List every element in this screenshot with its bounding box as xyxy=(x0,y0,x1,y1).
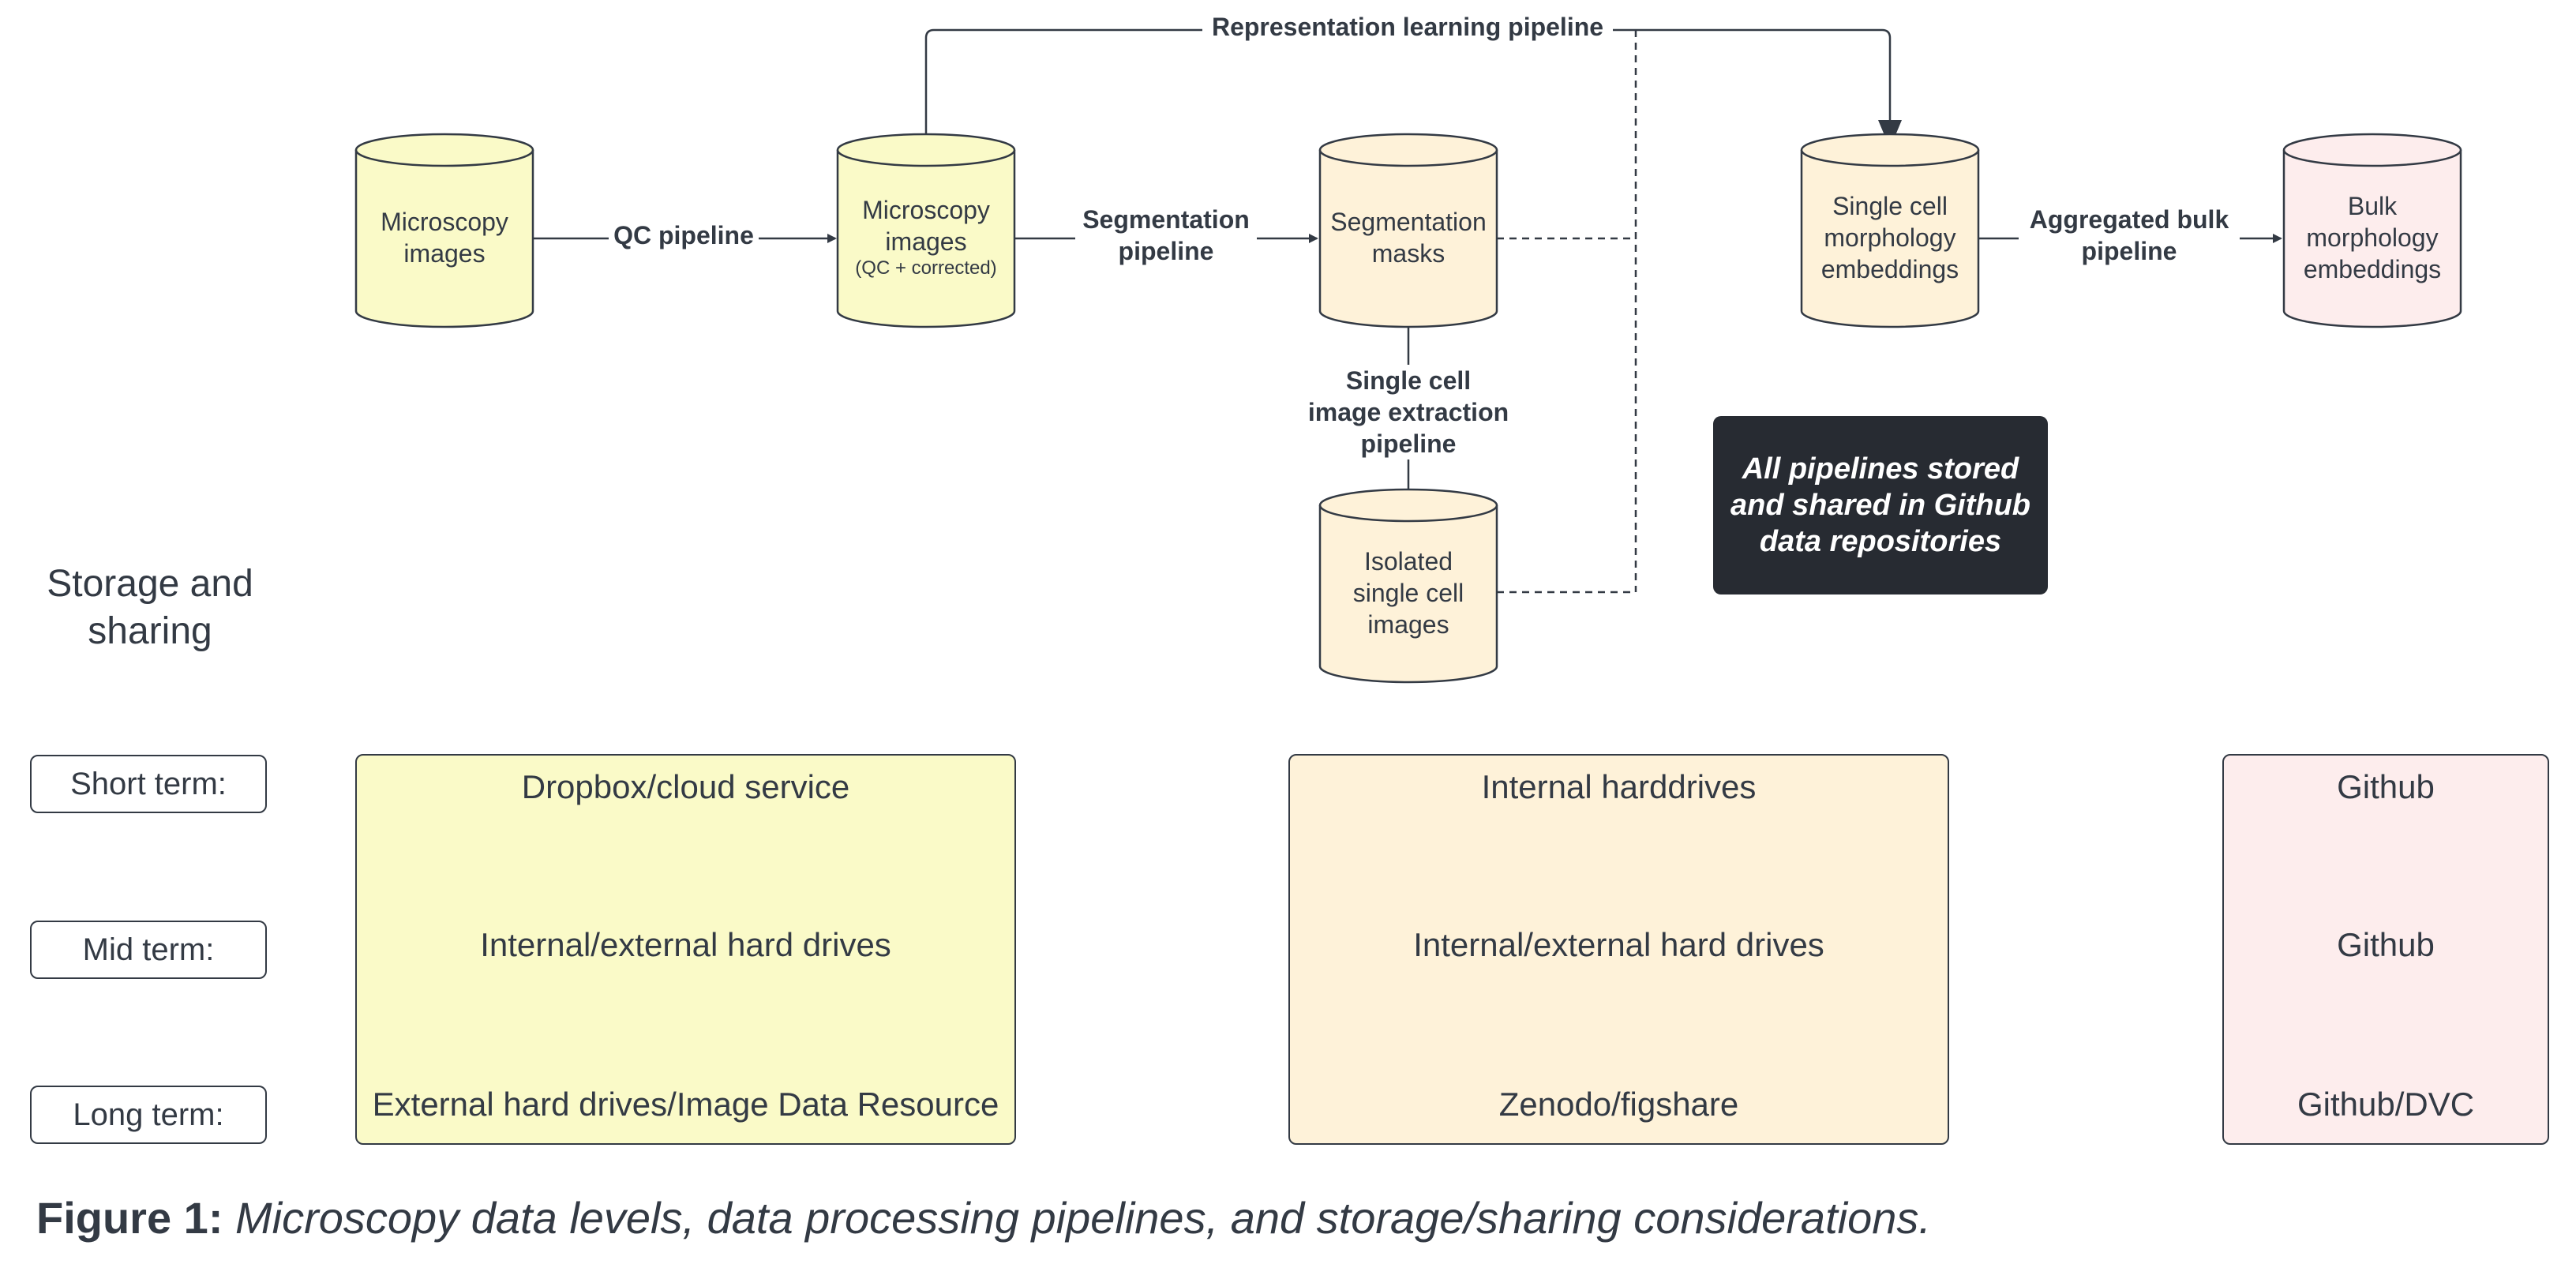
term-label-mid: Mid term: xyxy=(30,921,267,979)
edge-label-bg xyxy=(1298,365,1519,459)
cylinder-top xyxy=(1800,133,1980,167)
storage-heading: Storage and sharing xyxy=(47,563,253,652)
edge-label-segmentation-pipeline: Segmentation pipeline xyxy=(1075,204,1257,267)
edge-label-line: Representation learning pipeline xyxy=(1212,13,1603,41)
storage-entry-mid: Internal/external hard drives xyxy=(1413,926,1824,963)
node-microscopy-images-qc: Microscopy images(QC + corrected) xyxy=(836,133,1016,328)
node-label-line: embeddings xyxy=(2304,255,2441,283)
edge-label-bg xyxy=(1075,204,1257,267)
edge-label-line: pipeline xyxy=(2082,237,2177,265)
edge-label-line: Segmentation xyxy=(1082,205,1250,234)
cylinder-body xyxy=(836,150,1016,328)
edge-label-bg xyxy=(2019,204,2240,267)
edge-label-line: image extraction xyxy=(1308,398,1509,426)
node-bulk-embeddings: Bulk morphology embeddings xyxy=(2282,133,2462,328)
cylinder-body xyxy=(1318,150,1498,328)
edge-label-representation-learning-pipeline: Representation learning pipeline xyxy=(1202,11,1613,43)
edge-representation-learning-pipeline xyxy=(924,28,1902,150)
node-sublabel: (QC + corrected) xyxy=(855,257,996,279)
storage-entry-mid: Github xyxy=(2337,926,2435,963)
edge-label-line: pipeline xyxy=(1361,429,1457,458)
cylinder-body xyxy=(2282,150,2462,328)
storage-entry-long: Github/DVC xyxy=(2297,1086,2475,1123)
storage-entry-long: Zenodo/figshare xyxy=(1498,1086,1739,1123)
storage-column-processed: Internal harddrives Internal/external ha… xyxy=(1288,754,1949,1145)
node-label-line: morphology xyxy=(1824,223,1955,252)
edge-label-line: QC pipeline xyxy=(613,221,754,249)
node-label-line: images xyxy=(403,239,485,268)
node-label-line: Segmentation xyxy=(1330,208,1486,236)
node-label-line: Microscopy xyxy=(381,208,508,236)
storage-entry-mid: Internal/external hard drives xyxy=(480,926,891,963)
edge-label-line: pipeline xyxy=(1119,237,1214,265)
node-label-line: Isolated xyxy=(1364,547,1453,576)
github-note: All pipelines stored and shared in Githu… xyxy=(1713,416,2048,594)
term-label-long: Long term: xyxy=(30,1086,267,1144)
node-label-line: images xyxy=(1367,610,1449,639)
node-label-line: Bulk xyxy=(2348,192,2398,220)
caption-text: Microscopy data levels, data processing … xyxy=(235,1193,1931,1243)
edge-label-aggregated-bulk-pipeline: Aggregated bulk pipeline xyxy=(2019,204,2240,267)
node-label-line: masks xyxy=(1372,239,1445,268)
node-label-line: embeddings xyxy=(1821,255,1959,283)
edge-label-bg xyxy=(1202,11,1613,43)
cylinder-body xyxy=(1318,505,1498,684)
edge-label-line: Single cell xyxy=(1346,366,1471,395)
edge-label-line: Aggregated bulk xyxy=(2030,205,2229,234)
node-segmentation-masks: Segmentation masks xyxy=(1318,133,1498,328)
edge-labels-layer: QC pipelineSegmentationpipelineAggregate… xyxy=(609,11,2240,459)
node-label-line: images xyxy=(885,227,966,256)
storage-entry-short: Github xyxy=(2337,768,2435,805)
storage-entry-short: Dropbox/cloud service xyxy=(521,768,850,805)
caption-label: Figure 1: xyxy=(36,1193,223,1243)
cylinder-top xyxy=(2282,133,2462,167)
node-label-line: Microscopy xyxy=(862,196,990,224)
figure-caption: Figure 1: Microscopy data levels, data p… xyxy=(36,1192,1931,1243)
cylinder-top xyxy=(1318,488,1498,523)
node-isolated-single-cell-images: Isolated single cell images xyxy=(1318,488,1498,684)
storage-entry-long: External hard drives/Image Data Resource xyxy=(372,1086,999,1123)
node-label-line: single cell xyxy=(1353,579,1464,607)
edge-label-qc-pipeline: QC pipeline xyxy=(609,219,759,251)
node-single-cell-embeddings: Single cell morphology embeddings xyxy=(1800,133,1980,328)
node-microscopy-images: Microscopy images xyxy=(354,133,534,328)
cylinder-top xyxy=(1318,133,1498,167)
cylinder-body xyxy=(354,150,534,328)
cylinder-body xyxy=(1800,150,1980,328)
node-label-line: Single cell xyxy=(1832,192,1948,220)
cylinder-top xyxy=(836,133,1016,167)
edge-label-single-cell-extraction-pipeline: Single cell image extraction pipeline xyxy=(1298,365,1519,459)
storage-entry-short: Internal harddrives xyxy=(1481,768,1757,805)
cylinder-top xyxy=(354,133,534,167)
storage-column-bulk: Github Github Github/DVC xyxy=(2222,754,2549,1145)
term-label-short: Short term: xyxy=(30,755,267,813)
edge-label-bg xyxy=(609,219,759,251)
storage-column-raw: Dropbox/cloud service Internal/external … xyxy=(355,754,1016,1145)
node-label-line: morphology xyxy=(2306,223,2438,252)
